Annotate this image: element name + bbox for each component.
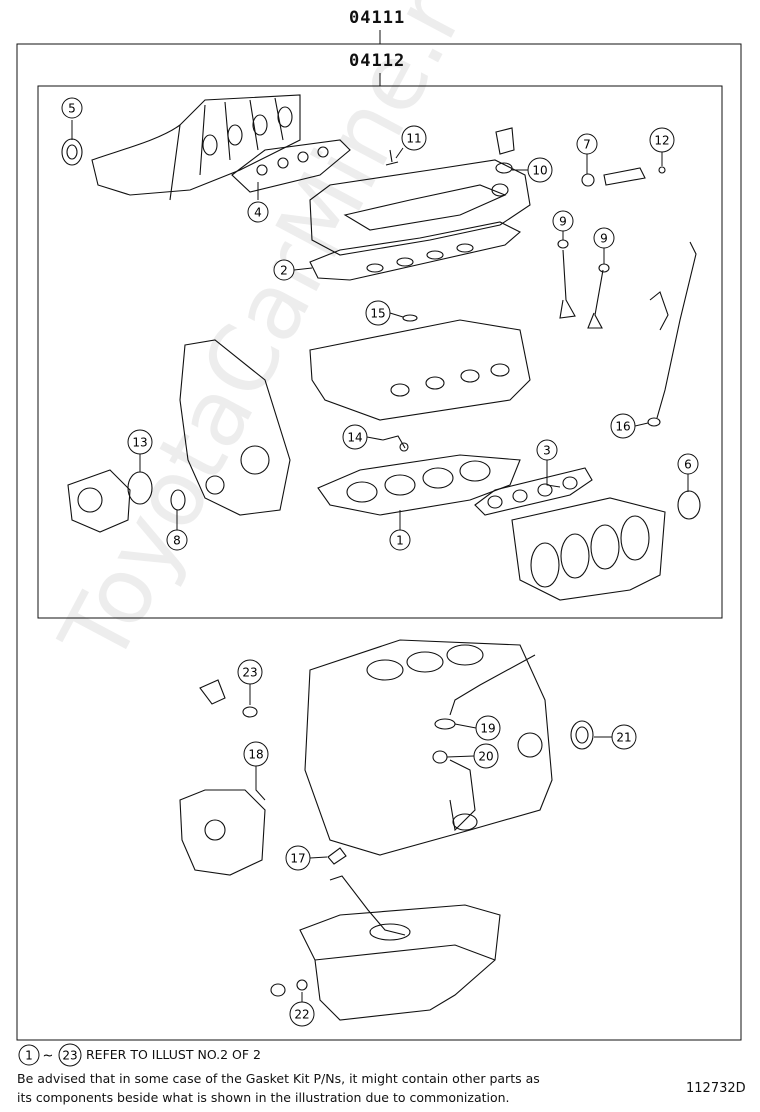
callout-16: 16 bbox=[610, 413, 636, 439]
oil-pressure-switch-drawing bbox=[199, 679, 258, 718]
callout-22-label: 22 bbox=[294, 1008, 309, 1022]
plug-7-drawing bbox=[581, 173, 595, 187]
intake-gasket-drawing bbox=[474, 467, 593, 516]
callout-19: 19 bbox=[475, 715, 501, 741]
water-pump-drawing bbox=[67, 469, 153, 533]
callout-15: 15 bbox=[365, 300, 391, 326]
callout-8-label: 8 bbox=[173, 534, 181, 548]
parts-artwork bbox=[61, 94, 701, 1021]
cylinder-head-cover-drawing bbox=[309, 159, 531, 256]
exhaust-manifold-drawing bbox=[91, 94, 301, 201]
leader-lines bbox=[71, 120, 689, 1002]
seal-8-drawing bbox=[170, 489, 186, 511]
seal-5-drawing bbox=[61, 138, 83, 166]
callout-7: 7 bbox=[576, 133, 598, 155]
callout-7-label: 7 bbox=[583, 138, 591, 152]
o-ring-15-drawing bbox=[402, 314, 418, 322]
head-gasket-drawing bbox=[317, 454, 521, 516]
inner-kit-number: 04112 bbox=[349, 51, 406, 71]
head-cover-gasket-drawing bbox=[309, 221, 521, 281]
engine-block-drawing bbox=[304, 639, 553, 856]
callout-17: 17 bbox=[285, 845, 311, 871]
callout-23-label: 23 bbox=[242, 666, 257, 680]
gasket-17-drawing bbox=[327, 847, 347, 865]
callout-11: 11 bbox=[401, 125, 427, 151]
footer-range-start: 1 bbox=[18, 1044, 40, 1066]
callout-10: 10 bbox=[527, 157, 553, 183]
callout-22: 22 bbox=[289, 1001, 315, 1027]
callout-13: 13 bbox=[127, 429, 153, 455]
kit-frames bbox=[16, 30, 742, 1041]
callout-6-label: 6 bbox=[684, 458, 692, 472]
callout-19-label: 19 bbox=[480, 722, 495, 736]
callout-8: 8 bbox=[166, 529, 188, 551]
callout-14-label: 14 bbox=[347, 431, 362, 445]
cylinder-head-drawing bbox=[309, 319, 531, 421]
callout-5-label: 5 bbox=[68, 102, 76, 116]
valves-drawing bbox=[557, 239, 610, 329]
oil-filler-cap-drawing bbox=[495, 127, 515, 174]
callout-16-label: 16 bbox=[615, 420, 630, 434]
bolt-11-drawing bbox=[385, 149, 399, 166]
timing-cover-drawing bbox=[179, 339, 291, 516]
callout-6: 6 bbox=[677, 453, 699, 475]
callout-14: 14 bbox=[342, 424, 368, 450]
callout-9a: 9 bbox=[552, 210, 574, 232]
callout-1-label: 1 bbox=[396, 534, 404, 548]
callout-2: 2 bbox=[273, 259, 295, 281]
advisory-line-1: Be advised that in some case of the Gask… bbox=[17, 1071, 540, 1086]
callout-4-label: 4 bbox=[254, 206, 262, 220]
callout-3-label: 3 bbox=[543, 444, 551, 458]
outer-kit-frame bbox=[16, 43, 742, 1041]
dipstick-drawing bbox=[647, 241, 697, 427]
gasket-19-drawing bbox=[434, 718, 456, 730]
callout-12-label: 12 bbox=[654, 134, 669, 148]
oil-pipe-drawing bbox=[449, 654, 536, 716]
callout-13-label: 13 bbox=[132, 436, 147, 450]
footer-range-start-label: 1 bbox=[25, 1049, 33, 1063]
intake-manifold-drawing bbox=[511, 497, 666, 601]
callout-21: 21 bbox=[611, 724, 637, 750]
footer-range-end: 23 bbox=[58, 1043, 82, 1067]
refer-note: REFER TO ILLUST NO.2 OF 2 bbox=[86, 1047, 261, 1062]
callout-4: 4 bbox=[247, 201, 269, 223]
callout-18-label: 18 bbox=[248, 748, 263, 762]
callout-2-label: 2 bbox=[280, 264, 288, 278]
callout-20: 20 bbox=[473, 743, 499, 769]
callout-23: 23 bbox=[237, 659, 263, 685]
callout-5: 5 bbox=[61, 97, 83, 119]
footer-range-end-label: 23 bbox=[62, 1049, 77, 1063]
drain-plug-drawing bbox=[270, 979, 308, 997]
illustration-code: 112732D bbox=[686, 1081, 746, 1096]
callout-3: 3 bbox=[536, 439, 558, 461]
callout-11-label: 11 bbox=[406, 132, 421, 146]
gasket-6-drawing bbox=[677, 490, 701, 520]
advisory-line-2: its components beside what is shown in t… bbox=[17, 1090, 510, 1105]
callout-9b-label: 9 bbox=[600, 232, 608, 246]
injector-12-drawing bbox=[603, 166, 666, 186]
callout-10-label: 10 bbox=[532, 164, 547, 178]
seal-20-drawing bbox=[432, 750, 448, 764]
callout-1: 1 bbox=[389, 529, 411, 551]
exhaust-gasket-drawing bbox=[231, 139, 351, 193]
callout-17-label: 17 bbox=[290, 852, 305, 866]
inner-kit-frame bbox=[37, 85, 723, 619]
callout-9b: 9 bbox=[593, 227, 615, 249]
footer-tilde: ~ bbox=[43, 1049, 54, 1064]
oil-pan-drawing bbox=[299, 904, 501, 1021]
rear-oil-seal-retainer-drawing bbox=[179, 789, 266, 876]
bolt-14-drawing bbox=[382, 435, 409, 452]
callout-21-label: 21 bbox=[616, 731, 631, 745]
callout-15-label: 15 bbox=[370, 307, 385, 321]
callout-12: 12 bbox=[649, 127, 675, 153]
callout-18: 18 bbox=[243, 741, 269, 767]
seal-21-drawing bbox=[570, 720, 594, 750]
oil-strainer-drawing bbox=[329, 875, 411, 941]
callout-9a-label: 9 bbox=[559, 215, 567, 229]
outer-kit-number: 04111 bbox=[349, 8, 406, 28]
callout-20-label: 20 bbox=[478, 750, 493, 764]
